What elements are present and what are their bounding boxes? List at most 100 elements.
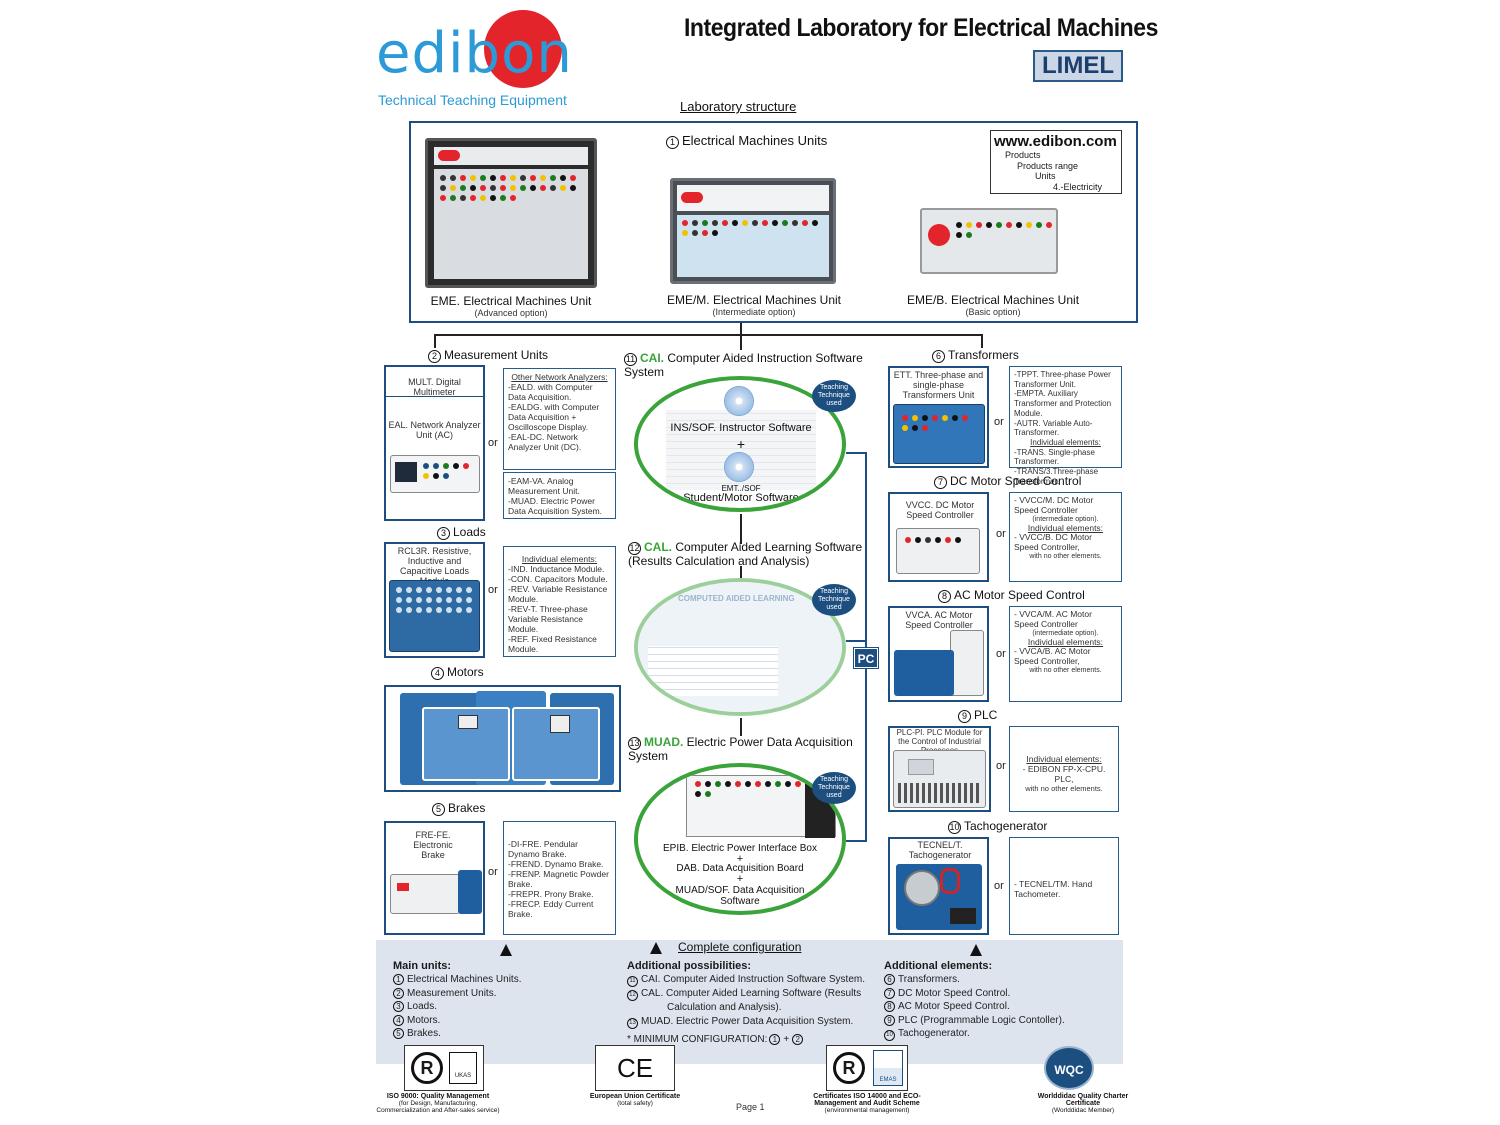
iso14000-caption: Certificates ISO 14000 and ECO-Managemen… (813, 1093, 921, 1114)
vvca-motor-image (894, 650, 954, 696)
number-badge: 4 (431, 667, 444, 680)
registered-mark-icon: R (833, 1052, 865, 1084)
product-code: LIMEL (1033, 50, 1123, 82)
muad-sof-label: MUAD/SOF. Data Acquisition Software (675, 885, 805, 907)
website-url[interactable]: www.edibon.com (994, 133, 1117, 150)
page-number: Page 1 (736, 1102, 765, 1112)
up-arrow-icon (500, 944, 512, 956)
number-badge: 2 (428, 350, 441, 363)
or-label: or (488, 584, 498, 596)
software-disc-icon (724, 386, 754, 416)
logo-tagline: Technical Teaching Equipment (378, 92, 567, 108)
connector-line (434, 334, 982, 336)
units-heading-label: Electrical Machines Units (682, 133, 828, 148)
or-label: or (996, 760, 1006, 772)
website-path-1: Products (1005, 150, 1041, 160)
vvcc-label: VVCC. DC Motor Speed Controller (905, 500, 975, 520)
or-label: or (996, 648, 1006, 660)
structure-title: Laboratory structure (680, 99, 797, 114)
connector-line (434, 334, 436, 348)
dc-list: - VVCC/M. DC Motor Speed Controller (int… (1009, 492, 1122, 582)
ce-logo: CE (595, 1045, 675, 1091)
vvca-unit-image (950, 630, 984, 696)
up-arrow-icon (650, 942, 662, 954)
muad-ellipse: EPIB. Electric Power Interface Box + DAB… (634, 763, 846, 915)
network-analyzers-list: Other Network Analyzers: -EALD. with Com… (503, 368, 616, 470)
logo-text: edibon (376, 21, 573, 86)
or-label: or (994, 880, 1004, 892)
epib-box-image (686, 775, 836, 838)
student-software-label: Student/Motor Software (683, 492, 799, 504)
epib-label: EPIB. Electric Power Interface Box (663, 843, 817, 854)
tecnel-label: TECNEL/T. Tachogenerator (908, 840, 972, 860)
registered-mark-icon: R (411, 1052, 443, 1084)
wqc-caption: Worlddidac Quality Charter Certificate(W… (1037, 1093, 1129, 1114)
website-box[interactable]: www.edibon.com Products Products range U… (990, 130, 1122, 194)
ukas-mark-icon: UKAS (449, 1052, 477, 1084)
motors-panel (384, 685, 621, 792)
fre-fe-label: FRE-FE. Electronic Brake (413, 830, 453, 860)
ac-list: - VVCA/M. AC Motor Speed Controller (int… (1009, 606, 1122, 702)
iso14000-logo: R EMAS (826, 1045, 908, 1091)
cal-ellipse: COMPUTED AIDED LEARNING (634, 578, 846, 716)
iso9000-logo: R UKAS (404, 1045, 484, 1091)
instructor-software-label: INS/SOF. Instructor Software (670, 422, 812, 434)
number-badge: 9 (958, 710, 971, 723)
eal-label: EAL. Network Analyzer Unit (AC) (388, 420, 481, 440)
logo-red-circle (484, 10, 562, 88)
fre-fe-motor-image (458, 870, 482, 914)
number-badge: 8 (938, 590, 951, 603)
website-path-2: Products range (1017, 160, 1079, 171)
number-badge: 5 (432, 803, 445, 816)
or-label: or (488, 437, 498, 449)
number-badge: 6 (932, 350, 945, 363)
ett-unit-image (893, 404, 985, 464)
eal-unit-image (390, 455, 480, 493)
connector-line (740, 334, 742, 350)
website-path-4: 4.-Electricity (1053, 181, 1103, 192)
dab-label: DAB. Data Acquisition Board (676, 863, 804, 874)
page-title: Integrated Laboratory for Electrical Mac… (684, 14, 1158, 42)
motor-image (512, 707, 600, 781)
number-badge: 3 (437, 527, 450, 540)
tecnel-unit-image (896, 864, 982, 930)
loads-elements-list: Individual elements: -IND. Inductance Mo… (503, 546, 616, 657)
connector-line (981, 334, 983, 348)
minimum-configuration: * MINIMUM CONFIGURATION:1+2 (627, 1033, 865, 1047)
number-badge: 7 (934, 476, 947, 489)
teaching-technique-bubble: Teaching Technique used (812, 772, 856, 804)
motor-image (422, 707, 510, 781)
emem-unit-image (670, 178, 836, 284)
number-badge: 1 (666, 136, 679, 149)
wqc-seal-icon: WQC (1044, 1046, 1094, 1090)
eme-unit-image (425, 138, 597, 288)
ett-label: ETT. Three-phase and single-phase Transf… (893, 370, 984, 400)
logo: edibon Technical Teaching Equipment (376, 8, 596, 108)
list-item: Calculation and Analysis). (667, 1002, 782, 1013)
or-label: or (994, 416, 1004, 428)
teaching-technique-bubble: Teaching Technique used (812, 584, 856, 616)
cai-ellipse: INS/SOF. Instructor Software + EMT../SOF… (634, 376, 846, 512)
